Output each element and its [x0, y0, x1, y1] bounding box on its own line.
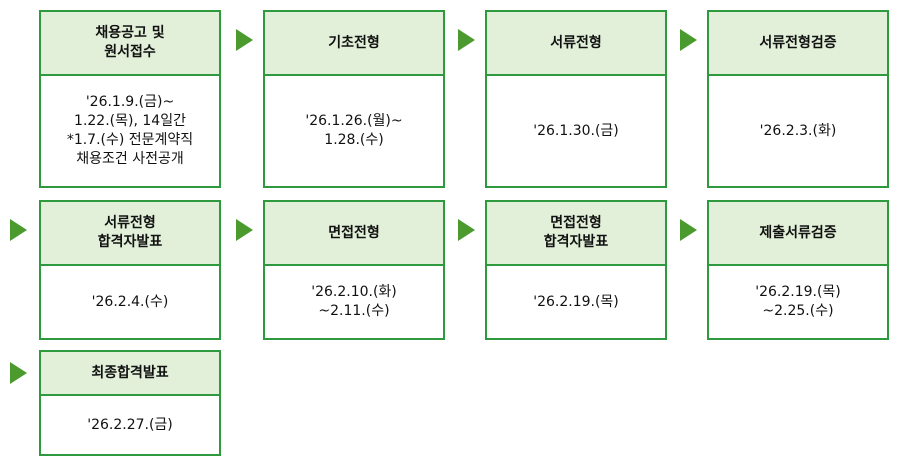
step-date: '26.2.10.(화) ~2.11.(수) [311, 284, 397, 319]
step-document-pass-announcement: 서류전형 합격자발표 '26.2.4.(수) [39, 200, 221, 340]
step-date: '26.1.30.(금) [533, 122, 619, 139]
step-recruitment-notice: 채용공고 및 원서접수 '26.1.9.(금)~ 1.22.(목), 14일간 … [39, 10, 221, 188]
triangle-right-icon [680, 29, 697, 51]
step-title: 서류전형 [487, 12, 665, 76]
step-title: 채용공고 및 원서접수 [41, 12, 219, 76]
step-document-verification: 서류전형검증 '26.2.3.(화) [707, 10, 889, 188]
step-title: 기초전형 [265, 12, 443, 76]
step-document-screening: 서류전형 '26.1.30.(금) [485, 10, 667, 188]
step-title: 서류전형검증 [709, 12, 887, 76]
step-date: '26.1.26.(월)~ 1.28.(수) [305, 113, 403, 148]
triangle-right-icon [10, 219, 27, 241]
step-interview: 면접전형 '26.2.10.(화) ~2.11.(수) [263, 200, 445, 340]
step-basic-screening: 기초전형 '26.1.26.(월)~ 1.28.(수) [263, 10, 445, 188]
step-title: 최종합격발표 [41, 352, 219, 396]
triangle-right-icon [680, 219, 697, 241]
step-date: '26.2.19.(목) ~2.25.(수) [755, 284, 841, 319]
triangle-right-icon [458, 219, 475, 241]
step-submitted-document-verification: 제출서류검증 '26.2.19.(목) ~2.25.(수) [707, 200, 889, 340]
step-date: '26.2.3.(화) [759, 122, 837, 139]
triangle-right-icon [236, 219, 253, 241]
triangle-right-icon [236, 29, 253, 51]
step-title: 면접전형 [265, 202, 443, 266]
step-title: 면접전형 합격자발표 [487, 202, 665, 266]
step-title: 제출서류검증 [709, 202, 887, 266]
step-date: '26.2.4.(수) [91, 293, 169, 310]
step-date: '26.1.9.(금)~ 1.22.(목), 14일간 *1.7.(수) 전문계… [66, 94, 194, 167]
step-interview-pass-announcement: 면접전형 합격자발표 '26.2.19.(목) [485, 200, 667, 340]
triangle-right-icon [10, 362, 27, 384]
step-final-pass-announcement: 최종합격발표 '26.2.27.(금) [39, 350, 221, 456]
step-title: 서류전형 합격자발표 [41, 202, 219, 266]
step-date: '26.2.27.(금) [87, 416, 173, 433]
triangle-right-icon [458, 29, 475, 51]
step-date: '26.2.19.(목) [533, 293, 619, 310]
